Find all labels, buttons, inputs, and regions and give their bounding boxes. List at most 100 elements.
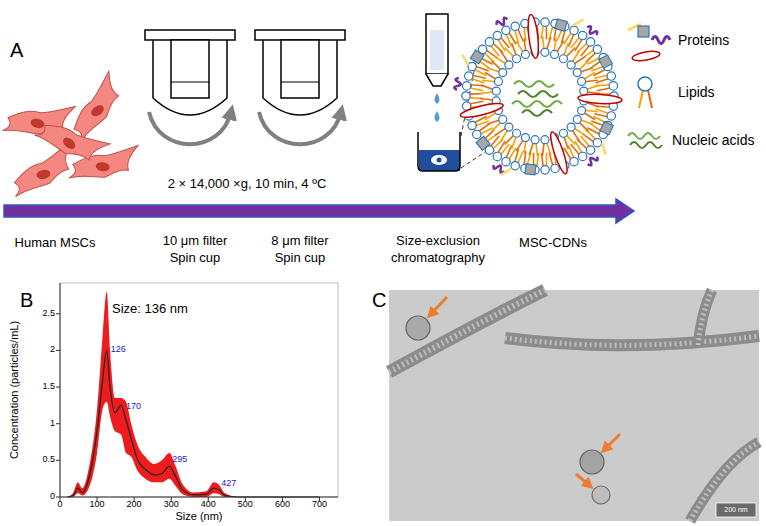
spin-tube [153, 40, 227, 115]
lipid-heads [465, 72, 473, 80]
step-label: MSC-CDNs [519, 235, 587, 252]
lipid-heads [578, 31, 586, 39]
membrane-proteins [586, 154, 599, 166]
lipid-tails [579, 61, 588, 70]
lipid-heads [559, 55, 567, 63]
lipid-tails [546, 25, 548, 39]
membrane-proteins [495, 17, 508, 28]
process-arrow [4, 199, 634, 223]
lipid-heads [541, 48, 549, 56]
step-label: Size-exclusion chromatography [383, 233, 493, 267]
lipid-tails [584, 72, 595, 79]
sec-column [461, 150, 488, 168]
lipid-heads [505, 123, 513, 131]
lipid-tails [597, 88, 611, 91]
y-axis [60, 283, 61, 497]
lipid-tails [492, 122, 501, 131]
sec-column [435, 93, 440, 104]
sec-column [437, 158, 442, 163]
lipid-tails [509, 32, 516, 44]
lipid-heads [586, 146, 594, 154]
step-label: Human MSCs [15, 235, 96, 252]
lipid-heads [502, 158, 510, 166]
lipid-tails [566, 135, 575, 144]
lipid-heads [462, 92, 470, 100]
lipid-tails [481, 85, 493, 89]
membrane-proteins [525, 164, 536, 175]
cell [36, 169, 52, 181]
lipid-heads [570, 26, 578, 34]
membrane-proteins [599, 55, 613, 69]
panel-letter: C [372, 287, 386, 313]
spin-tube [281, 82, 319, 83]
legend-text: Lipids [678, 83, 715, 101]
lipid-tails [492, 61, 501, 70]
lipid-heads [573, 69, 581, 77]
sec-column [426, 14, 448, 74]
lipid-tails [501, 51, 508, 62]
lipid-heads [551, 50, 559, 58]
tem-image [389, 290, 545, 372]
tem-image [698, 290, 712, 346]
plot-frame [60, 283, 338, 497]
panel-letter: B [20, 287, 33, 313]
lipid-tails [554, 38, 556, 51]
lipid-tails [505, 48, 514, 57]
tick-label: 100 [90, 499, 105, 511]
legend-icons [632, 50, 661, 63]
tick-label: 300 [164, 499, 179, 511]
process-arrow [4, 199, 634, 223]
tick [56, 423, 60, 424]
tem-image [604, 434, 620, 450]
lipid-tails [594, 114, 608, 117]
lipid-heads [567, 61, 575, 69]
legend-icons [630, 142, 662, 148]
tem-image [389, 290, 759, 521]
lipid-heads [567, 123, 575, 131]
cell [34, 103, 110, 176]
lipid-tails [585, 110, 598, 112]
legend-text: Nucleic acids [672, 131, 754, 149]
membrane-proteins [459, 101, 504, 120]
mean-curve [67, 350, 319, 497]
lipid-tails [536, 143, 537, 156]
legend-icons [639, 90, 643, 108]
lipid-tails [566, 48, 575, 57]
tick [56, 350, 60, 351]
tick-label: 500 [238, 499, 253, 511]
lipid-tails [482, 80, 495, 82]
lipid-heads [607, 72, 615, 80]
lipid-tails [574, 57, 585, 64]
spin-tube [145, 30, 235, 144]
spin-tube [145, 30, 235, 40]
msc-cells [2, 71, 138, 197]
spin-tube [263, 40, 337, 115]
lipid-heads [502, 26, 510, 34]
tem-image [592, 486, 610, 504]
lipid-heads [541, 136, 549, 144]
lipid-heads [473, 130, 481, 138]
lipid-tails [564, 136, 568, 148]
lipid-tails [587, 92, 600, 93]
sec-column [426, 74, 448, 86]
cell [61, 135, 78, 151]
lipid-heads [499, 69, 507, 77]
tick [56, 313, 60, 314]
tem-image [690, 442, 759, 521]
peak-label: 427 [221, 478, 236, 490]
lipid-tails [579, 122, 588, 131]
membrane-proteins [600, 122, 613, 135]
lipid-tails [516, 41, 523, 52]
lipid-heads [505, 61, 513, 69]
tem-image [389, 290, 759, 521]
spin-tube [255, 30, 345, 144]
lipid-heads [468, 62, 476, 70]
spin-tube [171, 40, 209, 98]
lipid-tails [524, 141, 526, 154]
lipid-heads [462, 82, 470, 90]
sec-column [418, 132, 460, 171]
lipid-tails [518, 151, 524, 164]
sec-column [430, 30, 444, 70]
tem-image [430, 297, 447, 315]
legend-icons [648, 90, 652, 108]
